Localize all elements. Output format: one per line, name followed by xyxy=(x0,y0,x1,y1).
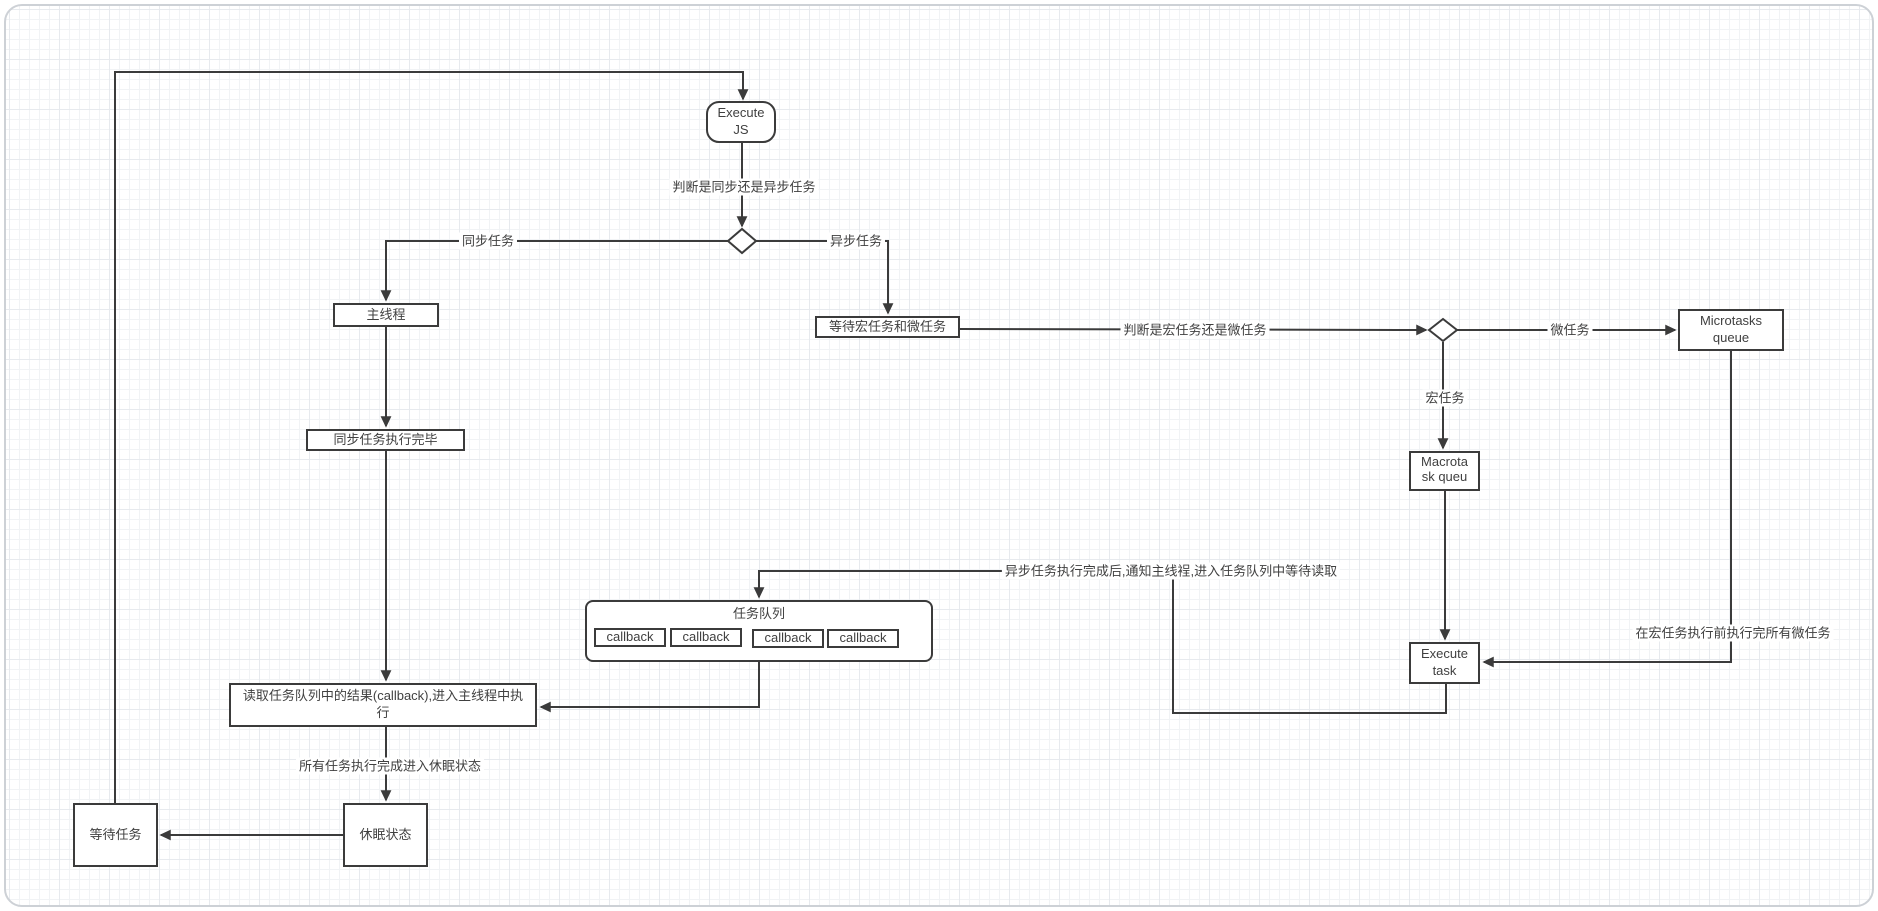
edge-execute-task-to-task-queue xyxy=(753,570,1447,714)
edge-decision1-to-wait-macro-micro xyxy=(756,240,894,315)
node-task-queue[interactable]: 任务队列 callback callback callback callback xyxy=(585,600,933,662)
label-async-done-notify: 异步任务执行完成后,通知主线裎,进入任务队列中等待读取 xyxy=(1001,562,1341,580)
label-async-task: 异步任务 xyxy=(826,232,886,250)
node-main-thread[interactable]: 主线程 xyxy=(333,303,439,327)
edge-decision1-to-main-thread xyxy=(380,240,728,302)
decision-macro-or-micro-diamond[interactable] xyxy=(1427,317,1459,343)
node-sync-done[interactable]: 同步任务执行完毕 xyxy=(306,429,465,451)
macrotask-queue-label: Macrotask queue xyxy=(1421,454,1468,489)
callback-box-4[interactable]: callback xyxy=(827,629,899,648)
edge-task-queue-to-read-result xyxy=(539,662,760,713)
node-read-result[interactable]: 读取任务队列中的结果(callback),进入主线程中执行 xyxy=(229,683,537,727)
canvas-grid-frame xyxy=(4,4,1874,907)
node-execute-js[interactable]: Execute JS xyxy=(706,101,776,143)
label-micro-task: 微任务 xyxy=(1547,321,1593,339)
decision-sync-or-async-diamond[interactable] xyxy=(726,227,758,255)
node-sleep-state[interactable]: 休眠状态 xyxy=(343,803,428,867)
node-execute-task[interactable]: Execute task xyxy=(1409,642,1480,684)
label-macro-task: 宏任务 xyxy=(1422,389,1468,407)
label-judge-macro-micro: 判断是宏任务还是微任务 xyxy=(1120,321,1270,339)
node-wait-macro-micro[interactable]: 等待宏任务和微任务 xyxy=(815,316,960,338)
node-microtasks-queue[interactable]: Microtasks queue xyxy=(1678,309,1784,351)
callback-box-3[interactable]: callback xyxy=(752,629,824,648)
callback-box-1[interactable]: callback xyxy=(594,628,666,647)
label-sync-task: 同步任务 xyxy=(458,232,518,250)
task-queue-title: 任务队列 xyxy=(732,606,785,621)
label-judge-sync-async: 判断是同步还是异步任务 xyxy=(669,178,819,196)
node-wait-task[interactable]: 等待任务 xyxy=(73,803,158,867)
edge-microtasks-queue-to-execute-task xyxy=(1482,351,1732,668)
label-micro-before-macro: 在宏任务执行前执行完所有微任务 xyxy=(1632,624,1834,642)
edge-wait-task-to-execute-js xyxy=(114,71,749,803)
callback-box-2[interactable]: callback xyxy=(670,628,742,647)
node-macrotask-queue[interactable]: Macrotask queue xyxy=(1409,451,1480,491)
label-all-done-sleep: 所有任务执行完成进入休眠状态 xyxy=(295,757,485,775)
